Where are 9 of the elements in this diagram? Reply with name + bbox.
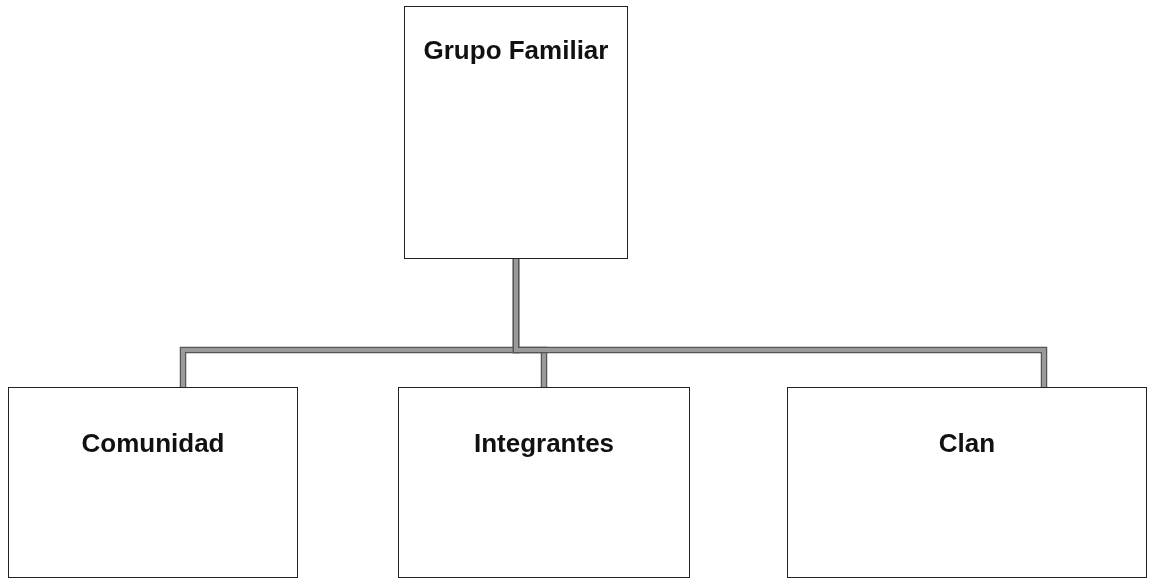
child-box bbox=[8, 387, 298, 578]
parent-box bbox=[404, 6, 628, 259]
box-title: Grupo Familiar bbox=[422, 35, 610, 66]
connector-line bbox=[512, 259, 1048, 387]
box-title: Integrantes bbox=[472, 428, 616, 459]
box-title: Clan bbox=[937, 428, 997, 459]
child-box bbox=[787, 387, 1147, 578]
child-box bbox=[398, 387, 690, 578]
box-title: Comunidad bbox=[80, 428, 226, 459]
